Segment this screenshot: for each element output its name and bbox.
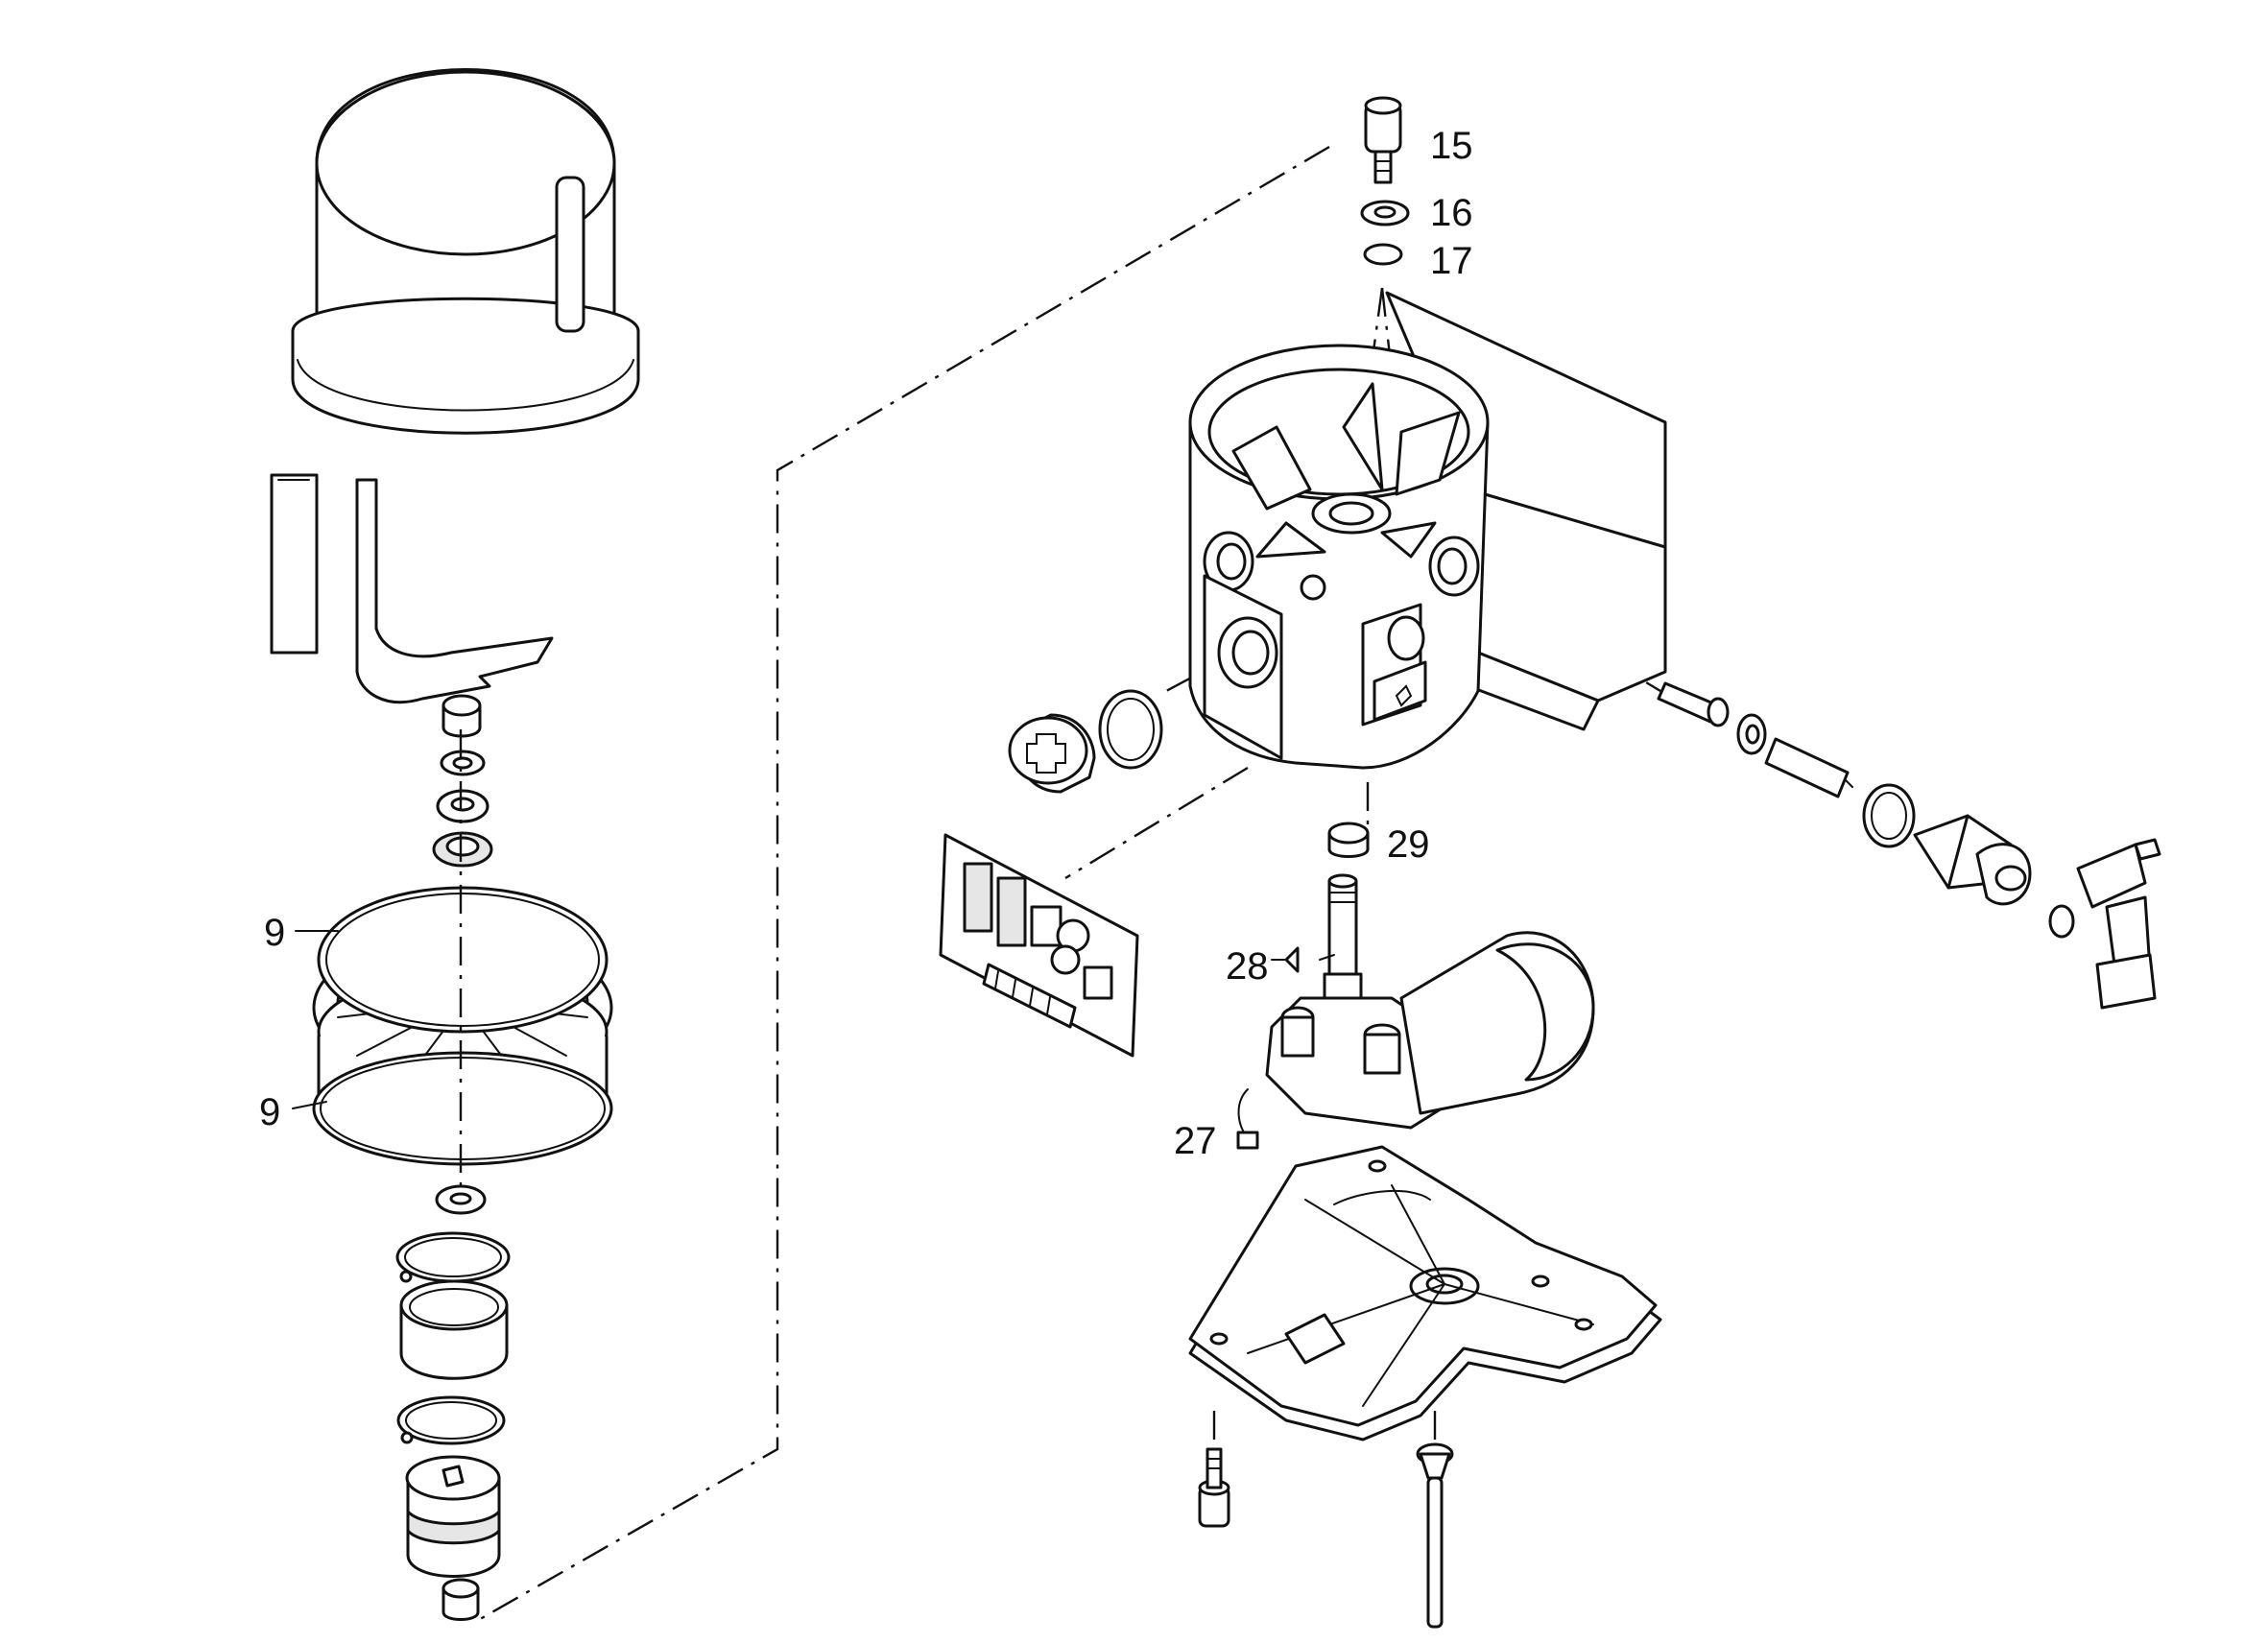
gear-motor [1236, 873, 1595, 1150]
callout-16: 16 [1430, 192, 1473, 234]
stirring-paddle [355, 478, 554, 704]
leader-lines [292, 930, 1335, 1109]
o-ring-lower [312, 1051, 613, 1166]
key-28 [1284, 946, 1300, 973]
base-screw [1198, 1447, 1230, 1528]
callout-17: 17 [1430, 240, 1473, 282]
callout-9-lower: 9 [259, 1091, 280, 1133]
valve-plunger [1657, 681, 1730, 727]
bushing-29 [1327, 822, 1370, 858]
screw-plug [1008, 713, 1096, 794]
valve-spring [1764, 737, 1853, 798]
reservoir-cover [291, 68, 640, 435]
bushing [442, 1578, 480, 1621]
callout-9-upper: 9 [264, 912, 285, 954]
cap-screw-15 [1364, 96, 1402, 184]
retaining-ring-lower [396, 1395, 506, 1445]
o-ring-upper [317, 886, 609, 1034]
retaining-ring-upper [395, 1231, 511, 1283]
valve-washer [1736, 713, 1767, 755]
washer-16 [1360, 200, 1410, 226]
level-strip [270, 473, 319, 655]
sleeve [399, 1279, 509, 1380]
circuit-board [939, 833, 1139, 1058]
base-plate [1188, 1145, 1662, 1441]
suction-tube [1416, 1442, 1454, 1629]
callout-15: 15 [1430, 125, 1473, 167]
o-ring-17 [1363, 243, 1403, 266]
plug-o-ring [1098, 689, 1163, 770]
valve-o-ring [1862, 783, 1916, 848]
callout-29: 29 [1387, 823, 1430, 866]
callout-27: 27 [1174, 1120, 1217, 1162]
lower-washer [435, 1184, 487, 1215]
assembly-dashline-left [474, 145, 1330, 1624]
pump-housing [1188, 291, 1667, 770]
callout-28: 28 [1226, 945, 1269, 988]
check-valve-body [1913, 814, 2032, 906]
piston [405, 1455, 501, 1578]
assembly-dashline-pcb [1064, 766, 1249, 880]
elbow-fitting [2048, 838, 2161, 1010]
left-small-rings [432, 694, 493, 868]
